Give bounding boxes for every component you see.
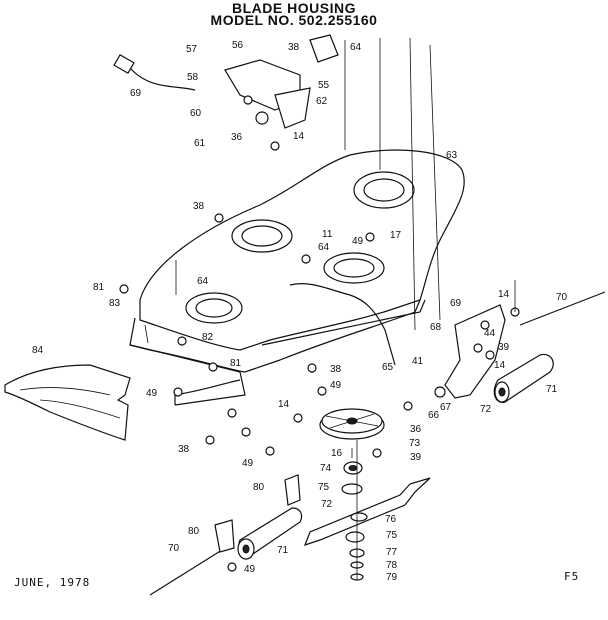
- top-bracket-assembly: [113, 34, 339, 129]
- mower-blade: [303, 477, 431, 546]
- callout-44: 44: [484, 328, 496, 339]
- callout-14b: 14: [498, 289, 510, 300]
- callout-39b: 39: [410, 452, 422, 463]
- model-number: MODEL NO. 502.255160: [210, 12, 378, 28]
- callout-49b: 49: [146, 388, 158, 399]
- callout-56: 56: [232, 40, 244, 51]
- callout-39a: 39: [498, 342, 510, 353]
- callout-38a: 38: [288, 42, 300, 53]
- callout-38d: 38: [178, 444, 190, 455]
- callout-72a: 72: [480, 404, 492, 415]
- callout-79: 79: [386, 572, 398, 583]
- callout-80b: 80: [188, 526, 200, 537]
- callout-41: 41: [412, 356, 424, 367]
- callout-66: 66: [428, 410, 440, 421]
- callout-70a: 70: [556, 292, 568, 303]
- gauge-roller-right: [493, 353, 554, 404]
- callout-11: 11: [322, 229, 333, 240]
- diagram-title: BLADE HOUSING: [232, 0, 356, 16]
- callout-75b: 75: [386, 530, 398, 541]
- roller-bracket-left: [214, 474, 301, 553]
- callout-72b: 72: [321, 499, 333, 510]
- callout-84: 84: [32, 345, 44, 356]
- callout-69b: 69: [450, 298, 462, 309]
- callout-64c: 64: [197, 276, 209, 287]
- callout-73: 73: [409, 438, 421, 449]
- callout-71b: 71: [277, 545, 289, 556]
- callout-labels: 57 56 38 64 69 58 55 62 60 36 14 61 63 38 11 64 49 17 81 64…: [32, 40, 568, 583]
- revision-date: JUNE, 1978: [14, 576, 91, 589]
- roller-axle-right: [519, 291, 606, 326]
- callout-49e: 49: [244, 564, 256, 575]
- callout-38c: 38: [330, 364, 342, 375]
- callout-67: 67: [440, 402, 452, 413]
- callout-38b: 38: [193, 201, 205, 212]
- callout-14a: 14: [293, 131, 305, 142]
- callout-55: 55: [318, 80, 330, 91]
- deflector-shield: [4, 364, 131, 441]
- roller-axle-left: [149, 544, 231, 596]
- callout-62: 62: [316, 96, 328, 107]
- roller-bracket-right: [434, 304, 506, 399]
- callout-60: 60: [190, 108, 202, 119]
- callout-64a: 64: [350, 42, 362, 53]
- callout-64b: 64: [318, 242, 330, 253]
- callout-49d: 49: [242, 458, 254, 469]
- callout-78: 78: [386, 560, 398, 571]
- callout-36a: 36: [231, 132, 243, 143]
- callout-58: 58: [187, 72, 199, 83]
- callout-68: 68: [430, 322, 442, 333]
- hardware-fasteners: [119, 141, 520, 572]
- leader-lines: [175, 37, 516, 580]
- page-number: F5: [564, 570, 580, 583]
- callout-49a: 49: [352, 236, 364, 247]
- callout-65: 65: [382, 362, 394, 373]
- callout-81a: 81: [93, 282, 105, 293]
- callout-80a: 80: [253, 482, 265, 493]
- callout-61: 61: [194, 138, 206, 149]
- callout-17: 17: [390, 230, 402, 241]
- callout-14d: 14: [278, 399, 290, 410]
- callout-74: 74: [320, 463, 332, 474]
- callout-77: 77: [386, 547, 398, 558]
- callout-69: 69: [130, 88, 142, 99]
- callout-36b: 36: [410, 424, 422, 435]
- callout-83: 83: [109, 298, 121, 309]
- callout-71a: 71: [546, 384, 558, 395]
- callout-81b: 81: [230, 358, 242, 369]
- callout-82: 82: [202, 332, 214, 343]
- blade-housing-deck: [129, 149, 465, 406]
- gauge-roller-left: [237, 507, 303, 560]
- callout-75a: 75: [318, 482, 330, 493]
- callout-14c: 14: [494, 360, 506, 371]
- callout-16: 16: [331, 448, 343, 459]
- callout-70b: 70: [168, 543, 180, 554]
- callout-49c: 49: [330, 380, 342, 391]
- callout-63: 63: [446, 150, 458, 161]
- blade-pulley: [319, 408, 385, 440]
- callout-57: 57: [186, 44, 198, 55]
- callout-76: 76: [385, 514, 397, 525]
